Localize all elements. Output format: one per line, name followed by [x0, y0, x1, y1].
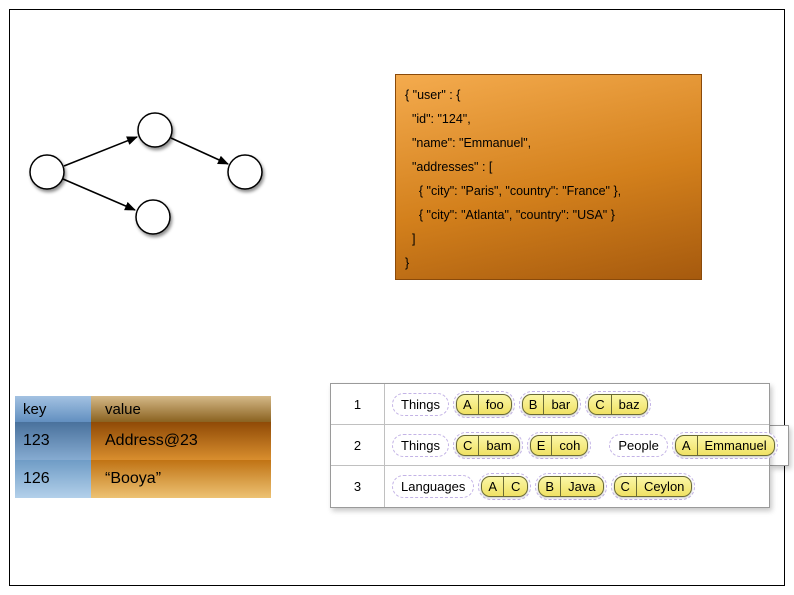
cf-pill-value: Emmanuel: [704, 437, 767, 453]
cf-pill-key: A: [457, 394, 479, 414]
kv-row: 123 Address@23: [15, 422, 271, 460]
cf-pill-key: E: [531, 435, 553, 455]
cf-pill-key: B: [539, 477, 562, 496]
graph-node: [29, 154, 65, 190]
json-line: { "user" : {: [405, 88, 461, 102]
cf-pill-value: baz: [618, 396, 640, 412]
cf-pill-value: bam: [486, 437, 512, 453]
cf-pill-key: C: [457, 435, 480, 455]
cf-pill-container: C Ceylon: [610, 473, 696, 500]
json-line: "name": "Emmanuel",: [405, 136, 532, 150]
cf-row-number: 1: [331, 384, 385, 424]
cf-row2-extension: [770, 425, 789, 466]
cf-pill-container: B Java: [535, 473, 607, 500]
graph-edge: [63, 136, 138, 167]
kv-cell-key: 126: [15, 460, 91, 498]
cf-group-label: Languages: [392, 475, 475, 498]
cf-pill-value: bar: [551, 396, 571, 412]
graph-diagram: [29, 112, 263, 235]
json-line: { "city": "Atlanta", "country": "USA" }: [405, 208, 615, 222]
kv-cell-value: Address@23: [91, 422, 271, 460]
cf-pill-key: B: [523, 394, 545, 414]
cf-group-label: People: [609, 433, 668, 457]
cf-pill-key: C: [589, 394, 612, 414]
graph-node: [135, 199, 171, 235]
graph-edge: [170, 137, 229, 165]
json-document-box: { "user" : { "id": "124", "name": "Emman…: [395, 74, 702, 280]
cf-pill-value: Java: [568, 479, 596, 494]
json-line: }: [405, 256, 410, 270]
json-document-lines: { "user" : { "id": "124", "name": "Emman…: [405, 83, 692, 275]
cf-row-number: 3: [331, 466, 385, 507]
cf-pill-key: A: [676, 435, 698, 455]
kv-header-row: key value: [15, 396, 271, 422]
cf-pill-value: Ceylon: [643, 479, 685, 494]
kv-header-key: key: [15, 396, 91, 422]
kv-cell-key: 123: [15, 422, 91, 460]
cf-pill-key: C: [615, 477, 637, 496]
graph-node: [227, 154, 263, 190]
json-line: "addresses" : [: [405, 160, 493, 174]
cf-group-label: Things: [392, 433, 450, 457]
kv-header-value: value: [91, 396, 271, 422]
graph-edge: [62, 178, 136, 211]
cf-pill: A Emmanuel: [674, 434, 775, 456]
json-line: ]: [405, 232, 416, 246]
kv-row: 126 “Booya”: [15, 460, 271, 498]
cf-pill-key: A: [482, 477, 505, 496]
json-line: "id": "124",: [405, 112, 471, 126]
graph-node: [137, 112, 173, 148]
cf-pill: B Java: [538, 476, 604, 497]
json-line: { "city": "Paris", "country": "France" }…: [405, 184, 622, 198]
slide-border: [9, 9, 785, 586]
cf-group-label: Things: [392, 392, 450, 416]
cf-pill-container: A Emmanuel: [671, 431, 778, 459]
key-value-table: key value 123 Address@23 126 “Booya”: [15, 396, 271, 498]
kv-cell-value: “Booya”: [91, 460, 271, 498]
cf-pill-value: coh: [559, 437, 581, 453]
cf-pill: C Ceylon: [613, 476, 693, 497]
cf-pill-value: C: [511, 479, 521, 494]
cf-pill-value: foo: [485, 396, 504, 412]
cf-row-number: 2: [331, 425, 385, 465]
